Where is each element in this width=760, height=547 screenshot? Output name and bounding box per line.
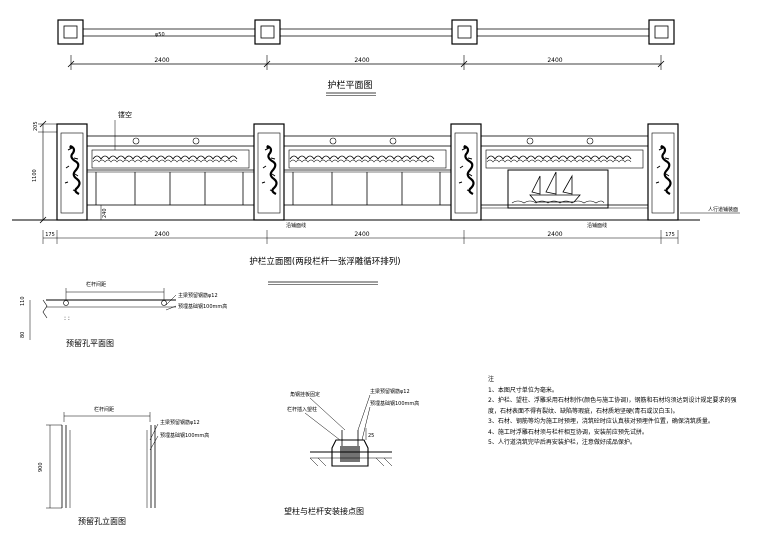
- plan-post-3: [451, 19, 478, 45]
- hole-plan-dim-a: 110: [20, 296, 26, 306]
- note-5: 5、人行道浇筑完毕后再安装护栏，注意做好成品保护。: [488, 439, 636, 446]
- plan-post-1: [57, 19, 84, 45]
- elev-post-2: [253, 123, 285, 221]
- joint-title: 望柱与栏杆安装接点图: [284, 506, 364, 516]
- hole-plan-note-2: 预埋基础钢100mm高: [178, 303, 227, 310]
- sailboat-relief: [511, 171, 605, 204]
- joint-dim: 25: [368, 433, 374, 439]
- notes-heading: 注: [488, 376, 495, 383]
- note-4: 4、施工时浮雕石材须与栏杆相互协调，安装前应预先试拼。: [488, 428, 648, 436]
- dim-bottom-3: 2400: [354, 231, 369, 238]
- hole-plan-mark: : :: [64, 315, 70, 322]
- label-hollow: 镂空: [118, 110, 132, 119]
- hole-plan-note-1: 主梁预留钢筋φ12: [178, 292, 218, 299]
- hole-elev-dim: 900: [38, 462, 44, 472]
- dim-bottom-2: 2400: [154, 231, 169, 238]
- hole-plan-top-label: 栏杆间距: [86, 281, 106, 288]
- dim-base: 240: [102, 208, 108, 218]
- hole-elev-title: 预留孔立面图: [78, 516, 126, 526]
- plan-dim-3: 2400: [547, 57, 562, 64]
- note-2: 2、护栏、望柱、浮雕采用石材制作(颜色与施工协调)，钢筋和石材均须达到设计规定要…: [488, 397, 737, 415]
- reserved-hole-plan-detail: 栏杆间距 : : 110 80 主梁预留钢筋φ12 预埋基础钢100mm高 预留…: [20, 281, 227, 348]
- joint-label-a: 角钢挂板固定: [290, 391, 320, 398]
- railing-panel-2: [283, 135, 452, 221]
- hole-plan-title: 预留孔平面图: [66, 338, 114, 348]
- elev-post-4: [647, 123, 679, 221]
- hole-elev-note-1: 主梁预留钢筋φ12: [160, 419, 200, 426]
- hole-elev-note-2: 预埋基础钢100mm高: [160, 432, 209, 439]
- plan-post-2: [254, 19, 281, 45]
- railing-panel-1: [86, 135, 255, 221]
- plan-tag: φ50: [155, 32, 165, 38]
- joint-label-b: 栏杆插入望柱: [287, 406, 317, 413]
- dim-bottom-4: 2400: [547, 231, 562, 238]
- elevation-title: 护栏立面图(两段栏杆一张浮雕循环排列): [249, 256, 400, 267]
- label-ground-1: 沿铺面线: [286, 222, 306, 229]
- railing-elevation-view: 人行道铺装面: [12, 110, 740, 285]
- plan-dim-2: 2400: [354, 57, 369, 64]
- plan-title: 护栏平面图: [327, 79, 372, 91]
- plan-dim-1: 2400: [154, 57, 169, 64]
- railing-plan-view: φ50 2400 2400 2400 护栏平面图: [57, 19, 675, 96]
- reserved-hole-elevation-detail: 栏杆间距 900 主梁预留钢筋φ12 预埋基础钢100mm高 预留孔立面图: [38, 406, 209, 526]
- railing-panel-3: [480, 135, 649, 221]
- elev-post-1: [56, 123, 88, 221]
- dim-left-top: 205: [33, 121, 39, 131]
- joint-note-2: 预埋基础钢100mm高: [370, 400, 419, 407]
- joint-note-1: 主梁预留钢筋φ12: [370, 388, 410, 395]
- dim-height: 1100: [32, 169, 38, 182]
- hole-elev-top-label: 栏杆间距: [94, 406, 114, 413]
- label-walkway: 人行道铺装面: [708, 206, 738, 213]
- elev-post-3: [450, 123, 482, 221]
- general-notes: 注 1、本图尺寸单位为毫米。 2、护栏、望柱、浮雕采用石材制作(颜色与施工协调)…: [488, 375, 738, 449]
- label-ground-2: 沿铺面线: [587, 222, 607, 229]
- post-railing-joint-detail: 角钢挂板固定 栏杆插入望柱 主梁预留钢筋φ12 预埋基础钢100mm高 25 望…: [284, 388, 419, 516]
- dim-bottom-1: 175: [45, 232, 55, 238]
- dim-bottom-5: 175: [665, 232, 675, 238]
- plan-post-4: [648, 19, 675, 45]
- hole-plan-dim-b: 80: [20, 332, 26, 338]
- note-3: 3、石材、钢筋等均为施工时预埋，浇筑砼时应认真核对预埋件位置，确保浇筑质量。: [488, 418, 714, 425]
- note-1: 1、本图尺寸单位为毫米。: [488, 386, 558, 394]
